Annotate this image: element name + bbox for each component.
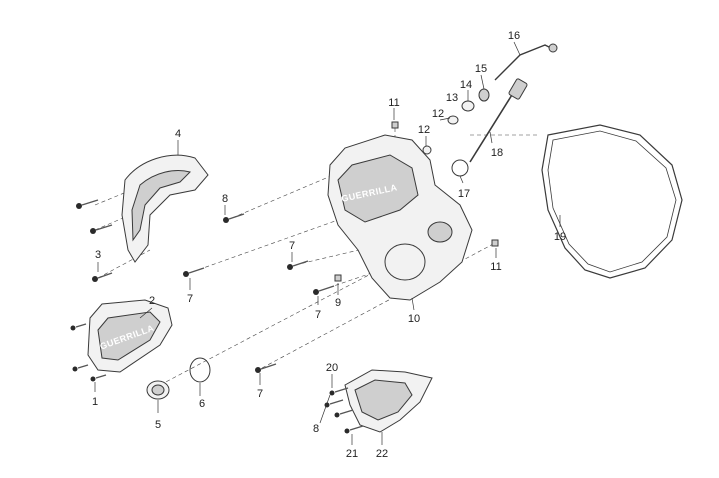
- callout-11-a: 11: [388, 97, 399, 109]
- callout-21: 21: [346, 448, 358, 460]
- callout-2: 2: [149, 295, 155, 307]
- o-ring-6: [189, 357, 211, 383]
- callout-3: 3: [95, 249, 101, 261]
- callout-22: 22: [376, 448, 388, 460]
- callout-20: 20: [326, 362, 338, 374]
- callout-16: 16: [508, 30, 520, 42]
- callout-17: 17: [458, 188, 470, 200]
- sprocket-guard-upper: [121, 154, 209, 263]
- callout-10: 10: [408, 313, 420, 325]
- breather-pipe: [494, 43, 558, 81]
- clutch-cover: GUERRILLA: [327, 134, 473, 301]
- callout-12-b: 12: [432, 108, 444, 120]
- filler-plug: [146, 380, 170, 400]
- cover-gasket: [541, 124, 683, 279]
- callout-labels: 1 2 3 4 5 6 7 7 7 7 8 8 9 10 11 11 12 12…: [92, 30, 566, 460]
- callout-8-a: 8: [222, 193, 228, 205]
- lower-cover: [344, 369, 433, 433]
- callout-1: 1: [92, 396, 98, 408]
- callout-12-a: 12: [418, 124, 430, 136]
- callout-7-a: 7: [187, 293, 193, 305]
- callout-15: 15: [475, 63, 487, 75]
- callout-7-b: 7: [289, 240, 295, 252]
- callout-19: 19: [554, 231, 566, 243]
- callout-18: 18: [491, 147, 503, 159]
- callout-11-b: 11: [490, 261, 501, 273]
- dipstick-assembly: [451, 78, 528, 177]
- callout-9: 9: [335, 297, 341, 309]
- callout-6: 6: [199, 398, 205, 410]
- callout-7-c: 7: [315, 309, 321, 321]
- callout-14: 14: [460, 79, 472, 91]
- bolts: [70, 199, 364, 434]
- callout-8-b: 8: [313, 423, 319, 435]
- small-side-cover: GUERRILLA: [87, 299, 173, 373]
- callout-5: 5: [155, 419, 161, 431]
- callout-7-d: 7: [257, 388, 263, 400]
- callout-13: 13: [446, 92, 458, 104]
- leader-lines: [94, 41, 561, 445]
- callout-4: 4: [175, 128, 181, 140]
